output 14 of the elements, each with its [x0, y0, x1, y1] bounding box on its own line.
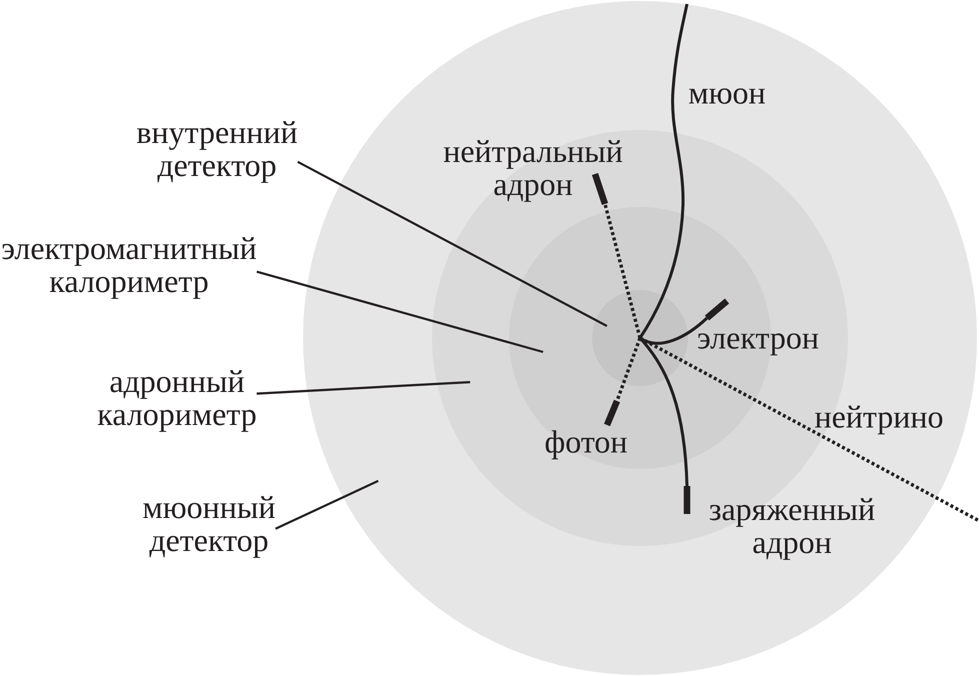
part-label: электромагнитный калориметр — [1, 232, 257, 298]
part-label: адронный калориметр — [97, 365, 257, 431]
particle-label: нейтральный адрон — [443, 135, 623, 201]
leader-line — [256, 270, 544, 354]
part-label: внутренний детектор — [136, 116, 298, 182]
leader-line — [256, 381, 470, 395]
particle-label: фотон — [544, 426, 628, 458]
particle-label: электрон — [697, 322, 819, 354]
leader-line — [275, 480, 379, 530]
particle-label: заряженный адрон — [708, 493, 876, 559]
part-label: мюонный детектор — [142, 491, 276, 557]
particle-label: нейтрино — [814, 400, 944, 434]
particle-label: мюон — [688, 76, 766, 110]
leader-line — [297, 160, 608, 327]
